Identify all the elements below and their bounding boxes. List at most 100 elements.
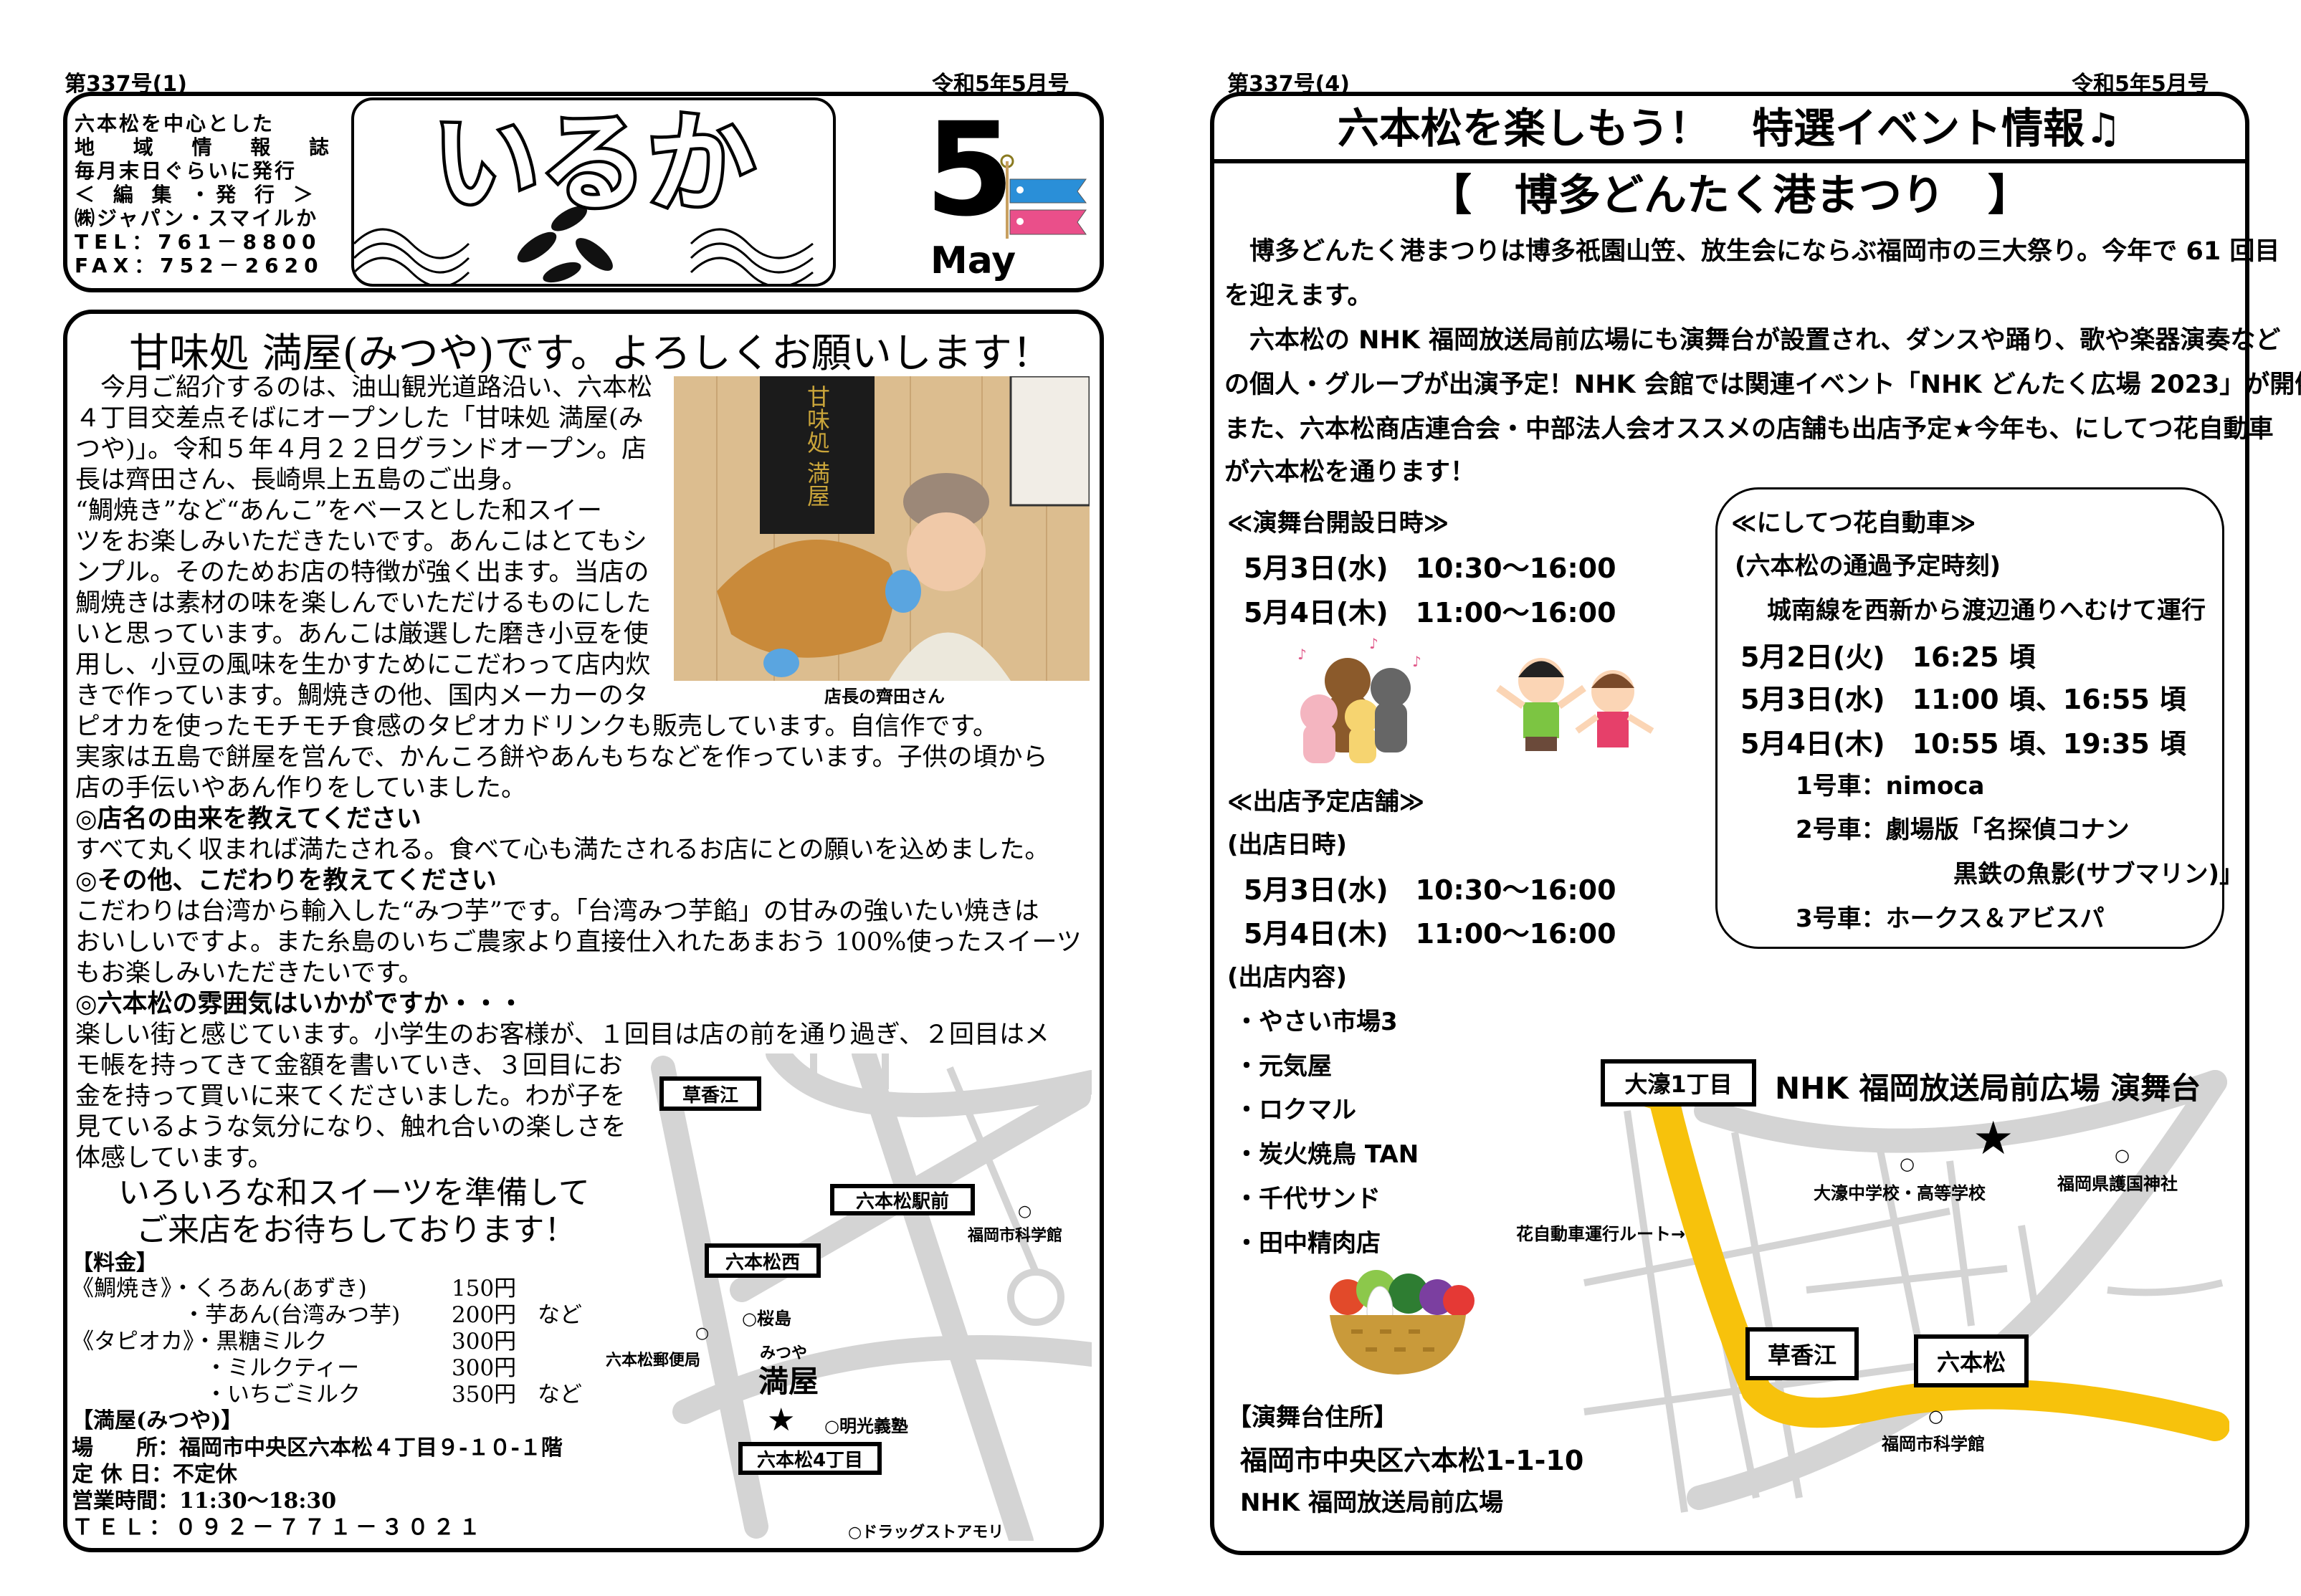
shop-hours: 営業時間：11:30～18:30: [72, 1489, 337, 1514]
star-icon: ★: [767, 1402, 796, 1438]
price-item: ・ミルクティー: [72, 1355, 360, 1381]
hanajidosha-car: 1号車：nimoca: [1796, 772, 1985, 801]
body-line: モ帳を持ってきて金額を書いていき、３回目にお: [75, 1051, 623, 1080]
body-line: 用し、小豆の風味を生かすためにこだわって店内炊: [75, 651, 651, 679]
shop-item: ・ロクマル: [1234, 1096, 1356, 1124]
hanajidosha-time: 5月3日(水) 11:00 頃、16:55 頃: [1740, 684, 2186, 715]
body-line: もお楽しみいただきたいです。: [75, 959, 424, 988]
logo-text: いるか: [432, 102, 755, 226]
map-label-ohori: 大濠1丁目: [1601, 1059, 1756, 1107]
hanajidosha-heading: ≪にしてつ花自動車≫: [1731, 509, 1976, 537]
shop-info: 場 所：福岡市中央区六本松４丁目９-１０-１階 定 休 日：不定休 営業時間：1…: [72, 1435, 563, 1541]
shop-item: ・田中精肉店: [1234, 1229, 1381, 1258]
qa-heading: ◎その他、こだわりを教えてください: [75, 866, 497, 895]
article-title: 甘味処 満屋(みつや)です。よろしくお願いします！: [129, 330, 1052, 377]
svg-text:♪: ♪: [1369, 638, 1378, 652]
shops-heading: ≪出店予定店舗≫: [1227, 788, 1425, 816]
price-item: ・芋あん(台湾みつ芋): [72, 1302, 401, 1328]
shops-dates-heading: (出店日時): [1227, 831, 1348, 859]
shop-address: 場 所：福岡市中央区六本松４丁目９-１０-１階: [72, 1435, 563, 1461]
svg-text:♪: ♪: [1412, 653, 1421, 670]
masthead-line: ＜ 編 集 ・発 行 ＞: [75, 183, 319, 206]
map-label-mitsuya: 満屋: [758, 1364, 819, 1399]
qa-heading: ◎六本松の雰囲気はいかがですか・・・: [75, 990, 524, 1018]
price-row: 《鯛焼き》・くろあん(あずき)150円: [72, 1276, 516, 1302]
children-icon: [1496, 658, 1654, 751]
shop-item: ・やさい市場3: [1234, 1008, 1398, 1036]
map-label-science-museum: 福岡市科学館: [1882, 1434, 1985, 1454]
shop-holiday: 定 休 日：不定休: [72, 1462, 237, 1487]
event-map: [1583, 1070, 2229, 1513]
logo-graphic: いるか: [354, 100, 814, 284]
body-line: 実家は五島で餅屋を営んで、かんころ餅やあんもちなどを作っています。子供の頃から: [75, 743, 1048, 772]
price-row: ・芋あん(台湾みつ芋) 200円など: [72, 1302, 582, 1329]
body-line: 見ているような気分になり、触れ合いの楽しさを: [75, 1113, 627, 1142]
body-line: 金を持って買いに来てくださいました。わが子を: [75, 1082, 626, 1111]
photo-caption: 店長の齊田さん: [824, 687, 945, 707]
closing-line-1: いろいろな和スイーツを準備して: [118, 1175, 590, 1211]
koinobori-icon: [1000, 154, 1087, 239]
price-row: ・いちごミルク 350円など: [72, 1382, 582, 1408]
price-list: 《鯛焼き》・くろあん(あずき)150円 ・芋あん(台湾みつ芋)200円など 《タ…: [72, 1276, 582, 1408]
body-line: “鯛焼き”など“あんこ”をベースとした和スイー: [75, 497, 602, 525]
hanajidosha-time: 5月4日(木) 10:55 頃、19:35 頃: [1740, 728, 2186, 760]
article-body: 今月ご紹介するのは、油山観光道路沿い、六本松 ４丁目交差点そばにオープンした「甘…: [75, 373, 1082, 1174]
hanajidosha-sub: (六本松の通過予定時刻): [1735, 552, 2001, 580]
landmark-circle-icon: ○: [695, 1324, 710, 1342]
shop-time: 5月4日(木) 11:00～16:00: [1244, 918, 1616, 950]
dolphin-icon: [517, 206, 613, 283]
shop-time: 5月3日(水) 10:30～16:00: [1244, 874, 1616, 906]
body-line: ンプル。そのためお店の特徴が強く出ます。当店の: [75, 558, 649, 587]
body-line: つや)」。令和５年４月２２日グランドオープン。店: [75, 435, 647, 464]
map-label-sakurajima: ○桜島: [742, 1309, 791, 1329]
body-line: 体感しています。: [75, 1144, 273, 1172]
stage-heading: ≪演舞台開設日時≫: [1227, 509, 1449, 537]
map-label-post-office: 六本松郵便局: [606, 1352, 701, 1370]
map-label-route: 花自動車運行ルート→: [1516, 1224, 1686, 1244]
landmark-circle-icon: ○: [1018, 1203, 1032, 1220]
price-value: 200円: [452, 1302, 517, 1328]
intro-line: 六本松の NHK 福岡放送局前広場にも演舞台が設置され、ダンスや踊り、歌や楽器演…: [1224, 326, 2281, 355]
masthead-line: ㈱ジャパン・スマイルか: [75, 206, 319, 230]
price-value: 150円: [452, 1276, 517, 1301]
festival-title: 【 博多どんたく港まつり 】: [1429, 171, 2031, 221]
wave-icon: [354, 228, 814, 284]
body-line: きで作っています。鯛焼きの他、国内メーカーのタ: [75, 682, 649, 710]
price-value: 300円: [452, 1329, 517, 1354]
body-line: おいしいですよ。また糸島のいちご農家より直接仕入れたあまおう 100%使ったスイ…: [75, 928, 1082, 957]
price-note: など: [538, 1382, 582, 1408]
landmark-circle-icon: ○: [1928, 1406, 1943, 1426]
body-line: ピオカを使ったモチモチ食感のタピオカドリンクも販売しています。自信作です。: [75, 712, 998, 741]
stage-time: 5月4日(木) 11:00～16:00: [1244, 597, 1616, 629]
intro-line: の個人・グループが出演予定！NHK 会館では関連イベント「NHK どんたく広場 …: [1224, 371, 2301, 399]
map-label-school: 大濠中学校・高等学校: [1814, 1183, 1986, 1203]
price-heading: 【料金】: [72, 1251, 158, 1276]
body-line: ツをお楽しみいただきたいです。あんこはとてもシ: [75, 527, 647, 556]
masthead-line: TEL：761－8800: [75, 230, 322, 254]
month-english: May: [930, 239, 1016, 282]
photo-sign-text: 甘味処 満屋: [804, 385, 831, 507]
shop-photo: 甘味処 満屋: [674, 376, 1090, 681]
map-label-drugstore: ○ドラッグストアモリ: [848, 1524, 1004, 1542]
price-value: 350円: [452, 1382, 517, 1408]
price-note: など: [538, 1302, 582, 1328]
stage-time: 5月3日(水) 10:30～16:00: [1244, 553, 1616, 584]
hanajidosha-route: 城南線を西新から渡辺通りへむけて運行: [1767, 596, 2206, 625]
body-line: 今月ご紹介するのは、油山観光道路沿い、六本松: [75, 373, 653, 402]
price-item: ・いちごミルク: [72, 1382, 361, 1408]
map-label-4chome: 六本松4丁目: [738, 1442, 882, 1475]
masthead-line: 毎月末日ぐらいに発行: [75, 159, 297, 183]
vegetable-basket-illustration: [1330, 1270, 1475, 1375]
qa-heading: ◎店名の由来を教えてください: [75, 805, 421, 833]
title-divider: [1214, 159, 2245, 163]
address-line: NHK 福岡放送局前広場: [1240, 1489, 1504, 1517]
body-line: ４丁目交差点そばにオープンした「甘味処 満屋(み: [75, 404, 644, 433]
map-label-meiko: ○明光義塾: [824, 1416, 908, 1436]
parade-route-line: [1612, 1071, 2229, 1441]
map-label-ekimae: 六本松駅前: [830, 1184, 975, 1215]
landmark-circle-icon: ○: [2115, 1145, 2130, 1165]
shops-content-heading: (出店内容): [1227, 963, 1348, 992]
hanajidosha-car: 3号車：ホークス＆アビスパ: [1796, 904, 2105, 933]
